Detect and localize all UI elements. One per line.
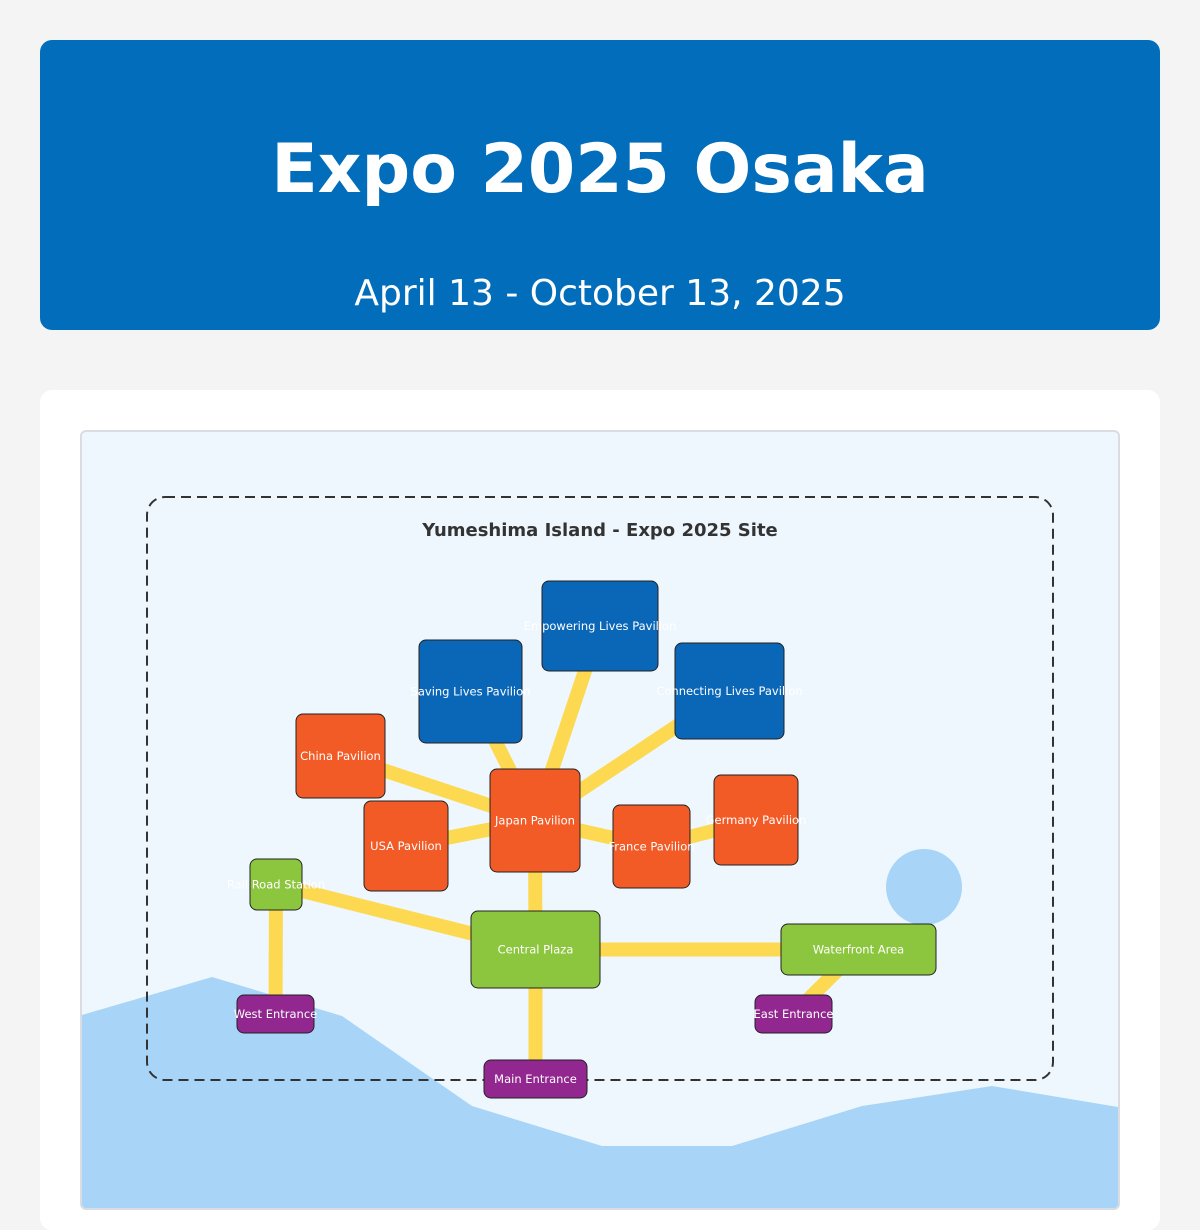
node-label-germany: Germany Pavilion — [706, 813, 807, 827]
node-label-west: West Entrance — [234, 1007, 317, 1021]
node-box-germany[interactable] — [713, 774, 799, 866]
node-label-main: Main Entrance — [494, 1072, 577, 1086]
node-china[interactable]: China Pavilion — [295, 713, 386, 799]
node-label-china: China Pavilion — [300, 749, 381, 763]
node-label-plaza: Central Plaza — [498, 943, 574, 957]
node-east[interactable]: East Entrance — [754, 994, 834, 1034]
node-west[interactable]: West Entrance — [234, 994, 317, 1034]
node-box-china[interactable] — [295, 713, 386, 799]
node-box-east[interactable] — [754, 994, 833, 1034]
node-label-waterfront: Waterfront Area — [813, 943, 904, 957]
node-box-saving[interactable] — [418, 639, 523, 744]
node-box-west[interactable] — [236, 994, 315, 1034]
event-dates: April 13 - October 13, 2025 — [354, 273, 846, 314]
node-saving[interactable]: Saving Lives Pavilion — [411, 639, 531, 744]
node-box-rail[interactable] — [249, 858, 303, 911]
node-japan[interactable]: Japan Pavilion — [489, 768, 581, 873]
node-label-japan: Japan Pavilion — [494, 814, 575, 828]
node-empowering[interactable]: Empowering Lives Pavilion — [524, 580, 677, 672]
node-plaza[interactable]: Central Plaza — [470, 910, 601, 989]
node-label-france: France Pavilion — [608, 840, 694, 854]
page-title: Expo 2025 Osaka — [271, 130, 929, 209]
node-box-usa[interactable] — [363, 800, 449, 892]
site-map[interactable]: Yumeshima Island - Expo 2025 Site Empowe… — [80, 430, 1120, 1210]
site-title: Yumeshima Island - Expo 2025 Site — [421, 520, 778, 541]
node-usa[interactable]: USA Pavilion — [363, 800, 449, 892]
pond-circle — [886, 849, 962, 925]
node-box-plaza[interactable] — [470, 910, 601, 989]
site-boundary — [146, 496, 1054, 1081]
node-box-france[interactable] — [612, 804, 691, 889]
node-box-japan[interactable] — [489, 768, 581, 873]
page-header: Expo 2025 Osaka April 13 - October 13, 2… — [40, 40, 1160, 330]
node-label-saving: Saving Lives Pavilion — [411, 685, 531, 699]
node-box-connecting[interactable] — [674, 642, 785, 740]
node-connecting[interactable]: Connecting Lives Pavilion — [656, 642, 803, 740]
node-box-waterfront[interactable] — [780, 923, 937, 976]
node-germany[interactable]: Germany Pavilion — [706, 774, 807, 866]
node-box-main[interactable] — [483, 1059, 588, 1099]
node-waterfront[interactable]: Waterfront Area — [780, 923, 937, 976]
node-label-empowering: Empowering Lives Pavilion — [524, 619, 677, 633]
node-label-usa: USA Pavilion — [370, 839, 442, 853]
node-label-east: East Entrance — [754, 1007, 834, 1021]
site-map-canvas[interactable]: Yumeshima Island - Expo 2025 Site Empowe… — [82, 432, 1118, 1208]
node-label-rail: Rail Road Station — [227, 878, 325, 892]
sea-shape — [82, 977, 1118, 1208]
node-france[interactable]: France Pavilion — [608, 804, 695, 889]
node-label-connecting: Connecting Lives Pavilion — [656, 684, 802, 698]
node-box-empowering[interactable] — [541, 580, 659, 672]
water-layer — [82, 849, 1118, 1208]
node-rail[interactable]: Rail Road Station — [227, 858, 325, 911]
node-main[interactable]: Main Entrance — [483, 1059, 588, 1099]
